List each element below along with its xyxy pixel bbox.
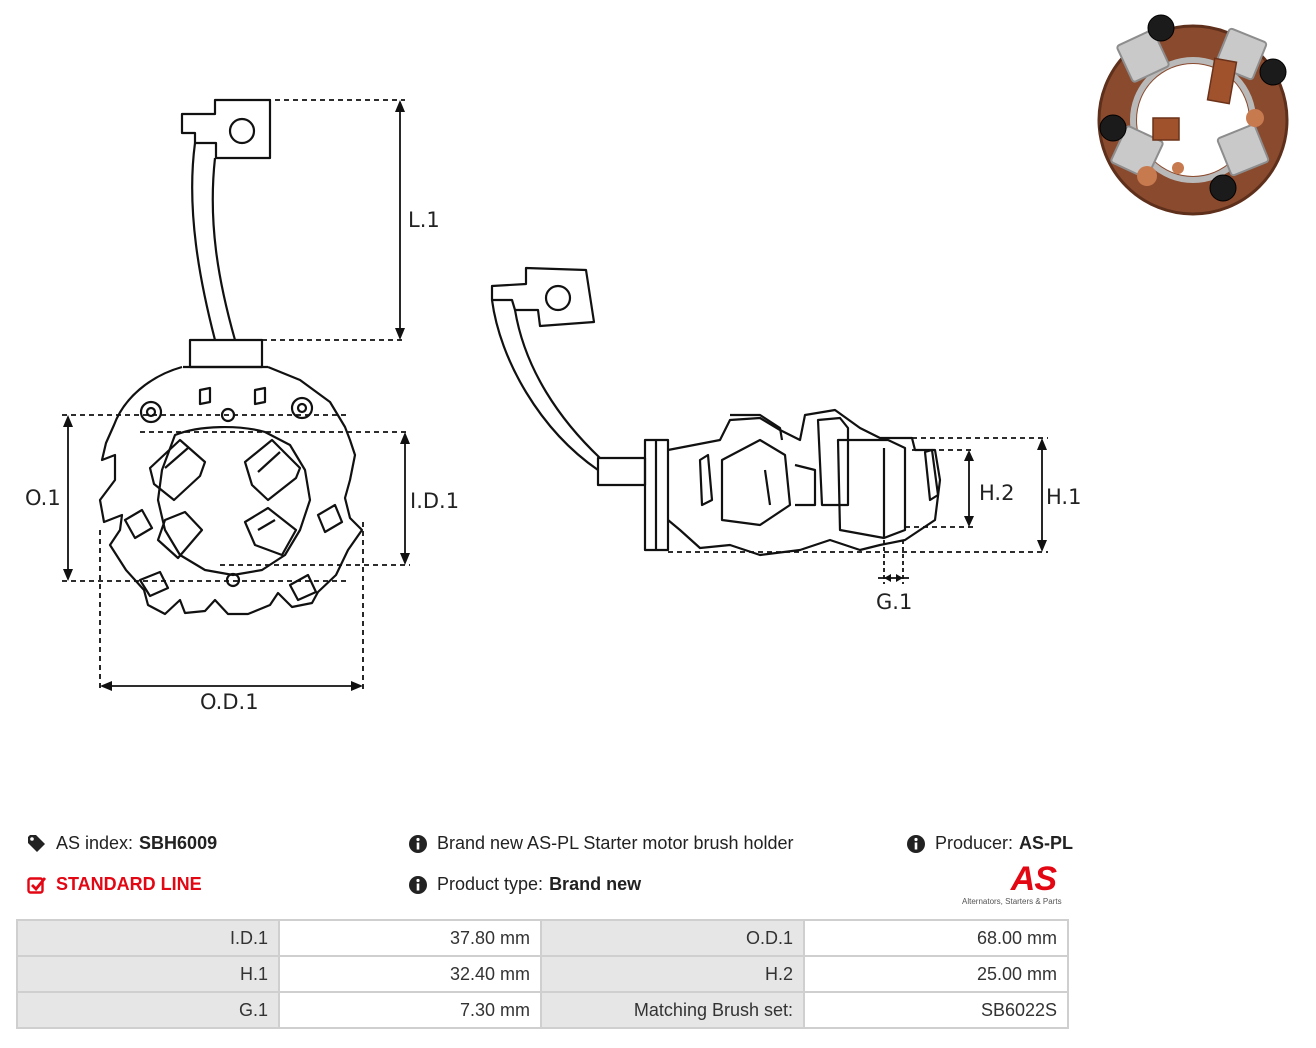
dim-label-id1: I.D.1 [410, 489, 459, 513]
spec-key: G.1 [16, 991, 280, 1029]
front-view [98, 98, 364, 616]
spec-key: I.D.1 [16, 919, 280, 957]
info-circle-icon [907, 834, 925, 853]
spec-key: H.2 [540, 955, 805, 993]
as-index-value: SBH6009 [139, 833, 218, 853]
product-type-value: Brand new [549, 874, 642, 894]
producer-value: AS-PL [1019, 833, 1074, 853]
technical-drawing: L.1 O.1 I.D.1 O.D.1 H.2 H.1 G.1 [25, 98, 1081, 714]
dim-label-h2: H.2 [979, 481, 1014, 505]
description: Brand new AS-PL Starter motor brush hold… [408, 833, 794, 854]
description-text: Brand new AS-PL Starter motor brush hold… [437, 833, 794, 853]
table-row: H.1 32.40 mm H.2 25.00 mm [16, 955, 1069, 993]
spec-value: SB6022S [803, 991, 1069, 1029]
logo-brand: AS [1010, 860, 1057, 898]
spec-value: 37.80 mm [278, 919, 542, 957]
producer-label: Producer: [935, 833, 1014, 853]
dim-label-l1: L.1 [408, 208, 440, 232]
spec-value: 7.30 mm [278, 991, 542, 1029]
info-circle-icon [409, 834, 427, 853]
product-photo [1097, 14, 1289, 216]
standard-line-label: STANDARD LINE [56, 874, 202, 894]
spec-key: H.1 [16, 955, 280, 993]
product-type: Product type: Brand new [408, 874, 641, 895]
spec-key: Matching Brush set: [540, 991, 805, 1029]
dim-label-o1: O.1 [25, 486, 61, 510]
info-circle-icon [409, 875, 427, 894]
producer: Producer: AS-PL [906, 833, 1073, 854]
tag-icon [28, 834, 45, 852]
dim-label-h1: H.1 [1046, 485, 1081, 509]
table-row: I.D.1 37.80 mm O.D.1 68.00 mm [16, 919, 1069, 957]
checkbox-checked-icon [27, 876, 47, 894]
spec-value: 25.00 mm [803, 955, 1069, 993]
as-index-label: AS index: [56, 833, 134, 853]
specs-table: I.D.1 37.80 mm O.D.1 68.00 mm H.1 32.40 … [16, 919, 1069, 1029]
dim-label-g1: G.1 [876, 590, 912, 614]
product-type-label: Product type: [437, 874, 544, 894]
standard-line: STANDARD LINE [27, 874, 202, 895]
table-row: G.1 7.30 mm Matching Brush set: SB6022S [16, 991, 1069, 1029]
side-view [490, 266, 942, 557]
spec-value: 32.40 mm [278, 955, 542, 993]
as-index: AS index: SBH6009 [27, 833, 217, 854]
as-pl-logo: AS Alternators, Starters & Parts [962, 862, 1070, 908]
spec-key: O.D.1 [540, 919, 805, 957]
dim-label-od1: O.D.1 [200, 690, 259, 714]
logo-tagline: Alternators, Starters & Parts [962, 897, 1062, 906]
spec-value: 68.00 mm [803, 919, 1069, 957]
